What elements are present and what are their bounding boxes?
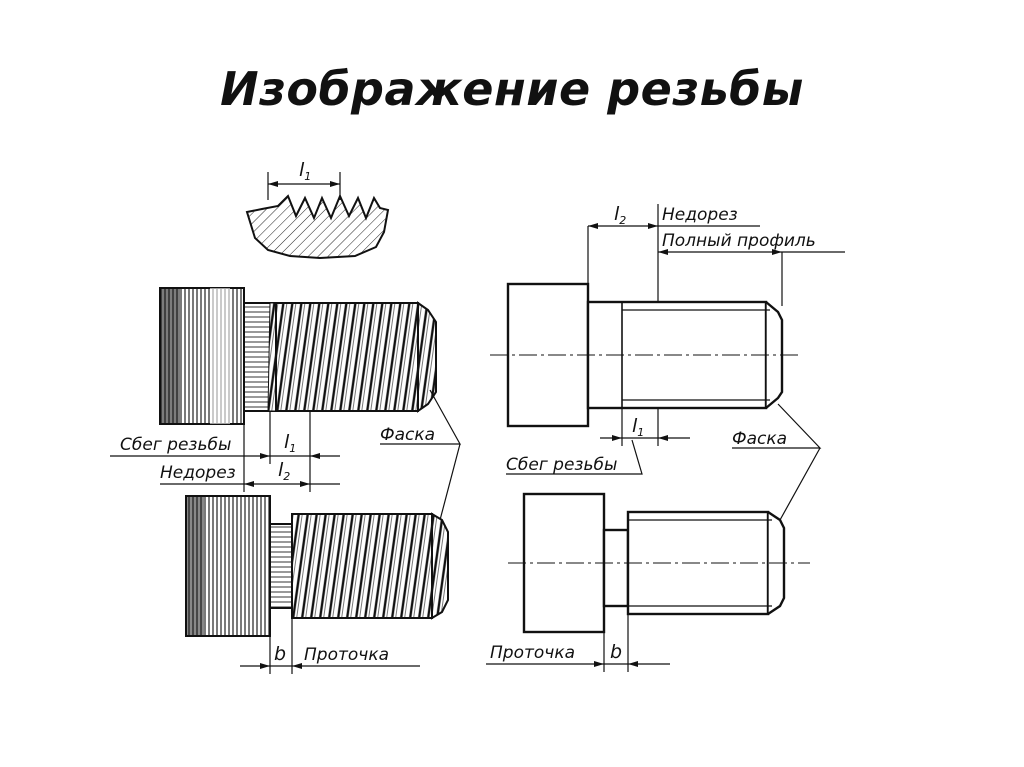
label-polny-profil: Полный профиль bbox=[662, 231, 816, 251]
label-b-right: b bbox=[610, 641, 622, 663]
label-nedorez-left: Недорез bbox=[160, 463, 236, 483]
bolt-realistic-groove bbox=[185, 495, 449, 637]
label-sbeg-rezby-left: Сбег резьбы bbox=[120, 435, 231, 455]
label-protochka-left: Проточка bbox=[304, 645, 389, 665]
label-sbeg-rezby-right: Сбег резьбы bbox=[506, 455, 617, 475]
label-l1-right: l1 bbox=[632, 415, 644, 439]
label-faska-left: Фаска bbox=[380, 425, 435, 445]
label-l2-right: l2 bbox=[614, 203, 626, 227]
bolt-simplified-runout bbox=[490, 282, 800, 428]
label-protochka-right: Проточка bbox=[490, 643, 575, 663]
label-b-left: b bbox=[274, 643, 286, 665]
label-l2-left: l2 bbox=[278, 459, 290, 483]
label-nedorez-right: Недорез bbox=[662, 205, 738, 225]
bolt-simplified-groove bbox=[508, 492, 810, 634]
label-l1-left: l1 bbox=[284, 431, 296, 455]
slide-title: Изображение резьбы bbox=[220, 62, 804, 116]
label-faska-right: Фаска bbox=[732, 429, 787, 449]
label-l1-profile: l1 bbox=[299, 159, 311, 183]
bolt-realistic-runout bbox=[159, 287, 437, 425]
thread-profile-detail: l1 bbox=[245, 159, 390, 260]
